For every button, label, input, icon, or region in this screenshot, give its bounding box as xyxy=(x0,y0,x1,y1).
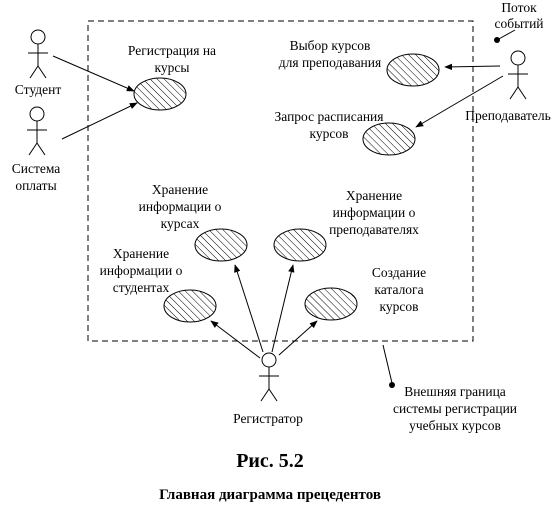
usecase-choose-label-line1: Выбор курсов xyxy=(290,38,371,53)
usecase-store-students-label-line1: Хранение xyxy=(113,246,169,261)
assoc-student-register xyxy=(52,55,135,92)
actor-payment-system xyxy=(27,106,47,156)
assoc-teacher-schedule xyxy=(415,75,504,128)
actor-student-label: Студент xyxy=(15,82,62,97)
usecase-store-courses-label-line1: Хранение xyxy=(152,182,208,197)
boundary-dot xyxy=(389,382,395,388)
usecase-choose-ellipse xyxy=(386,53,440,87)
usecase-store-teachers-label-line2: информации о xyxy=(333,205,416,220)
usecase-store-students-label-line3: студентах xyxy=(113,280,170,295)
assoc-registrar-teachers xyxy=(271,264,295,353)
actor-teacher-label: Преподаватель xyxy=(465,108,551,123)
actor-registrar xyxy=(259,352,279,402)
usecase-schedule-ellipse xyxy=(362,122,416,156)
usecase-catalog-label-line3: курсов xyxy=(380,299,419,314)
usecase-catalog-ellipse xyxy=(304,287,358,321)
usecase-store-teachers-label-line1: Хранение xyxy=(346,188,402,203)
event-flow-dot xyxy=(494,37,500,43)
assoc-payment-register xyxy=(61,102,138,140)
usecase-catalog-label-line1: Создание xyxy=(372,265,426,280)
actor-registrar-label: Регистратор xyxy=(233,411,303,426)
usecase-store-courses-label-line2: информации о xyxy=(139,199,222,214)
event-flow-note-line1: Поток xyxy=(501,0,537,15)
usecase-store-students-ellipse xyxy=(163,289,217,323)
usecase-register-ellipse xyxy=(133,77,187,111)
actor-payment-label-line2: оплаты xyxy=(15,178,56,193)
assoc-teacher-choose xyxy=(444,63,501,71)
actor-student xyxy=(28,29,48,79)
usecase-store-courses-label-line3: курсах xyxy=(161,216,200,231)
assoc-registrar-catalog xyxy=(278,320,318,356)
usecase-schedule-label-line1: Запрос расписания xyxy=(275,109,384,124)
boundary-note-line3: учебных курсов xyxy=(409,418,501,433)
system-boundary xyxy=(87,20,474,342)
usecase-schedule-label-line2: курсов xyxy=(310,126,349,141)
boundary-note-line1: Внешняя граница xyxy=(404,384,506,399)
usecase-store-courses-ellipse xyxy=(194,228,248,262)
usecase-register-label-line2: курсы xyxy=(155,60,190,75)
usecase-choose-label-line2: для преподавания xyxy=(279,55,381,70)
actor-payment-label-line1: Система xyxy=(12,161,61,176)
usecase-store-teachers-label-line3: преподавателях xyxy=(329,222,419,237)
event-flow-note-line2: событий xyxy=(494,16,543,31)
usecase-catalog-label-line2: каталога xyxy=(374,282,423,297)
event-flow-pointer xyxy=(496,29,516,41)
boundary-note-line2: системы регистрации xyxy=(393,401,517,416)
actor-teacher xyxy=(508,50,528,100)
figure-number: Рис. 5.2 xyxy=(236,450,304,472)
figure-caption: Главная диаграмма прецедентов xyxy=(159,487,381,503)
assoc-registrar-courses xyxy=(234,264,264,353)
boundary-pointer xyxy=(382,344,393,384)
assoc-registrar-students xyxy=(210,320,261,359)
usecase-store-teachers-ellipse xyxy=(273,228,327,262)
usecase-register-label-line1: Регистрация на xyxy=(128,43,216,58)
usecase-store-students-label-line2: информации о xyxy=(100,263,183,278)
